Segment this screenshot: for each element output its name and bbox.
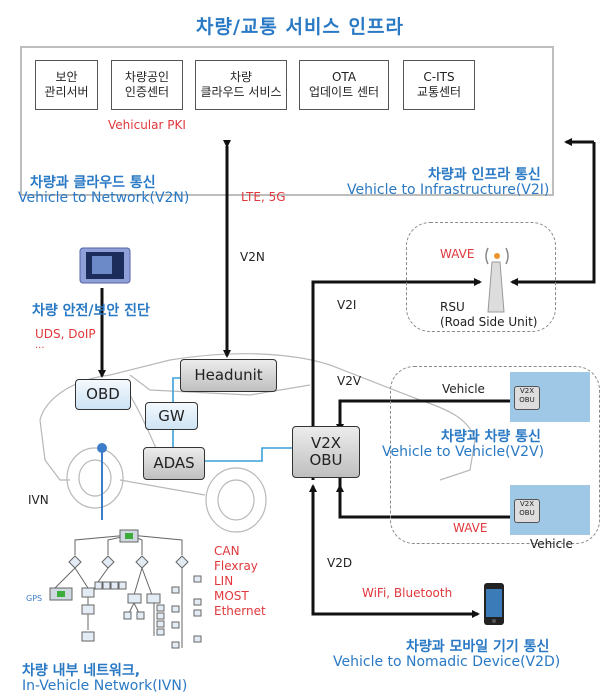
ivn-label: IVN xyxy=(28,493,49,507)
diag-ellipsis: ... xyxy=(35,340,45,351)
obd-box: OBD xyxy=(75,379,131,410)
protocol-ethernet: Ethernet xyxy=(214,604,266,618)
car-outline-icon xyxy=(39,353,476,533)
headunit-box: Headunit xyxy=(180,359,277,392)
vehicle-2-label: Vehicle xyxy=(530,537,573,551)
protocol-most: MOST xyxy=(214,589,249,603)
v2v-tech-label: WAVE xyxy=(453,521,488,535)
v2i-link-right xyxy=(510,142,596,286)
v2n-tech-label: LTE, 5G xyxy=(241,190,286,204)
v2v-heading-en: Vehicle to Vehicle(V2V) xyxy=(382,444,545,460)
ivn-heading-ko: 차량 내부 네트워크, xyxy=(22,663,141,679)
v2d-tech-label: WiFi, Bluetooth xyxy=(362,586,453,600)
protocol-flexray: Flexray xyxy=(214,559,258,573)
v2i-tech-label: WAVE xyxy=(440,247,475,261)
service-vehicle-cloud: 차량 클라우드 서비스 xyxy=(195,60,287,110)
diag-tech-label: UDS, DoIP xyxy=(35,327,96,341)
v2d-heading-en: Vehicle to Nomadic Device(V2D) xyxy=(333,654,561,670)
diag-heading: 차량 안전/보안 진단 xyxy=(32,303,150,319)
internal-bus-lines xyxy=(172,377,292,462)
diagnostic-device-icon xyxy=(79,247,131,284)
v2d-link xyxy=(311,486,480,618)
rsu-antenna-icon xyxy=(485,247,509,313)
ivn-protocols: CAN Flexray LIN MOST Ethernet xyxy=(214,544,266,619)
rsu-label: RSU (Road Side Unit) xyxy=(440,300,538,329)
adas-box: ADAS xyxy=(143,447,205,480)
service-certificate-center: 차량공인 인증센터 xyxy=(111,60,183,110)
page-title: 차량/교통 서비스 인프라 xyxy=(196,16,404,38)
v2i-link-label: V2I xyxy=(337,298,357,312)
v2n-heading-en: Vehicle to Network(V2N) xyxy=(18,190,190,206)
obu-badge-2: V2X OBU xyxy=(514,499,540,523)
gw-box: GW xyxy=(145,402,198,430)
smartphone-icon xyxy=(484,583,504,625)
v2i-link-left xyxy=(311,278,482,480)
vehicle-1-label: Vehicle xyxy=(442,382,485,396)
v2d-heading-ko: 차량과 모바일 기기 통신 xyxy=(406,639,550,655)
v2i-heading-ko: 차량과 인프라 통신 xyxy=(428,167,541,183)
v2v-link-label: V2V xyxy=(337,374,362,388)
protocol-can: CAN xyxy=(214,544,240,558)
v2x-obu-box: V2X OBU xyxy=(292,426,360,478)
v2d-link-label: V2D xyxy=(327,556,353,570)
pki-label: Vehicular PKI xyxy=(108,118,186,132)
infrastructure-box xyxy=(20,46,554,196)
protocol-lin: LIN xyxy=(214,574,234,588)
service-security-server: 보안 관리서버 xyxy=(35,60,98,110)
service-ota-center: OTA 업데이트 센터 xyxy=(299,60,389,110)
v2v-heading-ko: 차량과 차량 통신 xyxy=(441,429,541,445)
service-cits-center: C-ITS 교통센터 xyxy=(403,60,475,110)
rsu-region xyxy=(406,222,556,332)
ivn-topology xyxy=(49,529,202,649)
v2n-link-label: V2N xyxy=(240,250,265,264)
obu-badge-1: V2X OBU xyxy=(514,386,540,410)
v2i-heading-en: Vehicle to Infrastructure(V2I) xyxy=(347,182,550,198)
v2n-heading-ko: 차량과 클라우드 통신 xyxy=(30,175,156,191)
ivn-heading-en: In-Vehicle Network(IVN) xyxy=(22,678,188,694)
gps-label: GPS xyxy=(26,594,43,603)
